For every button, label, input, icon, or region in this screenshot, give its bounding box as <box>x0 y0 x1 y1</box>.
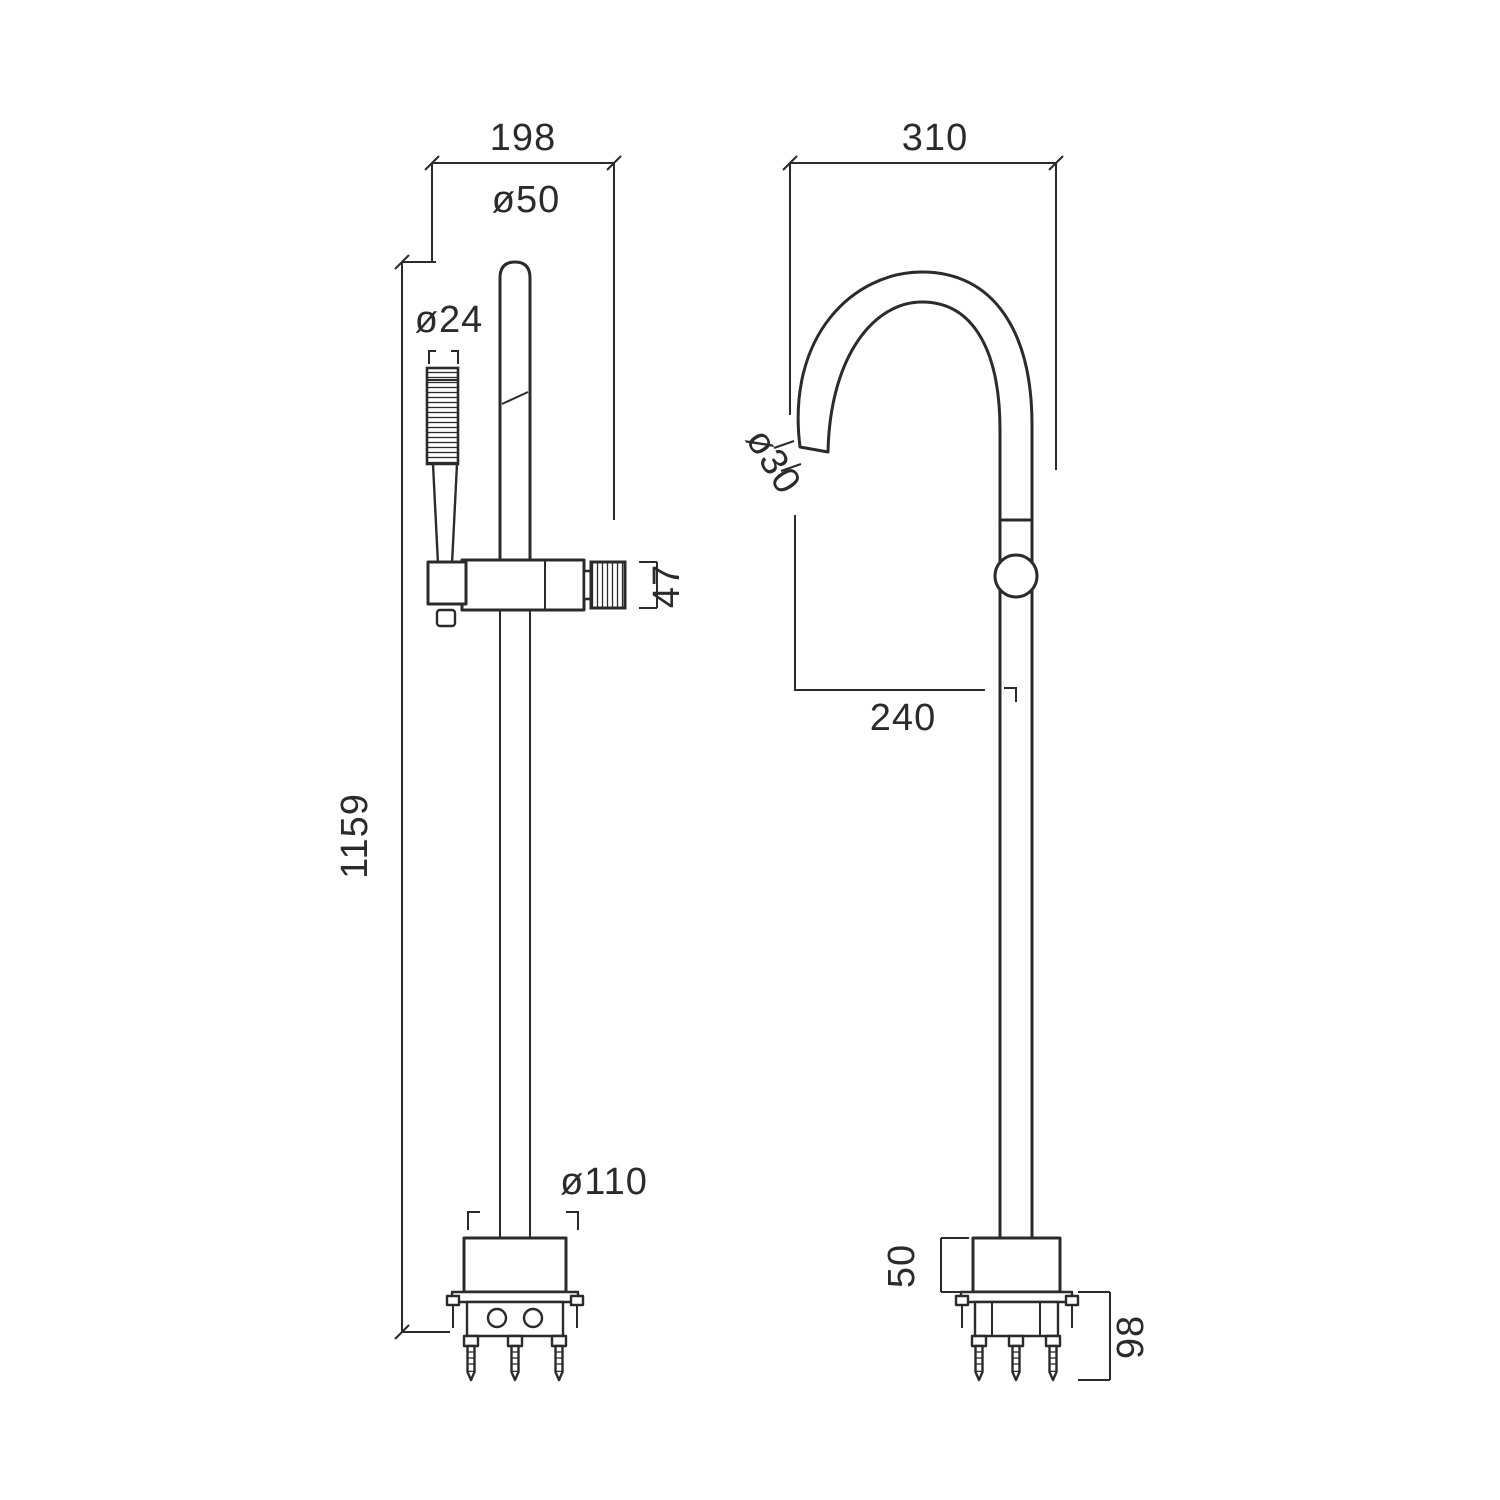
dim-tick <box>773 440 795 449</box>
dim-overall-width-310: 310 <box>782 117 1064 470</box>
hand-shower <box>425 366 460 566</box>
floor-plate <box>959 1290 1074 1304</box>
mounting-stud <box>1044 1334 1062 1382</box>
dim-tick <box>394 254 410 270</box>
dim-label-underfloor-depth: 98 <box>1110 1315 1152 1359</box>
stud-tip <box>1048 1371 1058 1382</box>
stud-nut <box>1044 1334 1062 1348</box>
dim-label-overall-width: 198 <box>490 117 556 159</box>
stud-tip <box>1011 1371 1021 1382</box>
control-handle <box>589 560 627 610</box>
base-assembly <box>954 1236 1080 1382</box>
body-housing <box>460 558 586 612</box>
side-bolt <box>445 1294 461 1307</box>
stud-shaft <box>510 1344 520 1374</box>
stud-nut <box>550 1334 568 1348</box>
dim-label-overall-height: 1159 <box>334 793 376 879</box>
dim-label-spout-projection: 240 <box>870 697 936 739</box>
dim-label-base-height: 50 <box>881 1244 923 1288</box>
stud-nut <box>506 1334 524 1348</box>
mixer-body <box>426 558 627 628</box>
stud-tip <box>510 1371 520 1382</box>
dim-handle-depth-47: 47 <box>639 561 688 609</box>
dim-corner-mark <box>451 350 459 364</box>
base-assembly <box>445 1236 585 1382</box>
mounting-stud <box>462 1334 480 1382</box>
stud-nut <box>970 1334 988 1348</box>
dim-base-diameter-110: ø110 <box>467 1161 648 1230</box>
dim-spout-projection-240: 240 <box>794 515 1017 739</box>
dim-label-base-diameter: ø110 <box>560 1161 648 1203</box>
stud-tip <box>466 1371 476 1382</box>
dim-label-handset-diameter: ø24 <box>415 299 483 341</box>
dim-overall-width-198: 198 <box>424 117 622 520</box>
stud-shaft <box>1011 1344 1021 1374</box>
diverter-knob <box>435 608 457 628</box>
inlet-hole <box>522 1307 544 1329</box>
handset-holder <box>426 560 468 606</box>
fixing-bracket <box>973 1300 1060 1338</box>
riser-tube <box>498 260 532 560</box>
handset-head <box>425 366 460 466</box>
dim-base-height-50: 50 <box>881 1237 969 1293</box>
mounting-stud <box>1007 1334 1025 1382</box>
front-view: 310 ø30 240 <box>737 117 1152 1382</box>
dim-corner-mark <box>1004 687 1017 702</box>
stud-tip <box>554 1371 564 1382</box>
dim-corner-mark <box>428 350 436 364</box>
stud-shaft <box>1048 1344 1058 1374</box>
riser-seam <box>501 391 529 405</box>
side-view: 198 ø50 1159 ø24 <box>334 117 688 1382</box>
stud-nut <box>462 1334 480 1348</box>
mounting-stud <box>550 1334 568 1382</box>
dim-overall-height-1159: 1159 <box>334 254 450 1340</box>
fixing-bracket <box>465 1300 565 1338</box>
dim-corner-mark <box>566 1211 579 1230</box>
mounting-stud <box>506 1334 524 1382</box>
stud-shaft <box>554 1344 564 1374</box>
floor-plate <box>450 1290 580 1304</box>
side-bolt <box>954 1294 970 1307</box>
dim-corner-mark <box>467 1211 480 1230</box>
dim-leader <box>794 515 985 691</box>
side-bolt <box>1064 1294 1080 1307</box>
dim-label-riser-diameter: ø50 <box>492 179 560 221</box>
stud-tip <box>974 1371 984 1382</box>
stud-shaft <box>466 1344 476 1374</box>
control-knob <box>993 553 1039 599</box>
base-cover <box>462 1236 568 1294</box>
mounting-stud <box>970 1334 988 1382</box>
side-bolt <box>569 1294 585 1307</box>
stud-nut <box>1007 1334 1025 1348</box>
dim-label-overall-width: 310 <box>902 117 968 159</box>
dim-tick <box>394 1324 410 1340</box>
inlet-hole <box>486 1307 508 1329</box>
handset-handle <box>431 462 459 566</box>
base-cover <box>971 1236 1062 1294</box>
dim-underfloor-depth-98: 98 <box>1078 1291 1152 1381</box>
stud-shaft <box>974 1344 984 1374</box>
dim-tick <box>780 463 802 472</box>
swan-neck-spout <box>796 270 1034 522</box>
standpipe <box>998 518 1034 1240</box>
dim-label-handle-depth: 47 <box>646 564 688 608</box>
dim-handset-diameter-24: ø24 <box>415 299 483 364</box>
